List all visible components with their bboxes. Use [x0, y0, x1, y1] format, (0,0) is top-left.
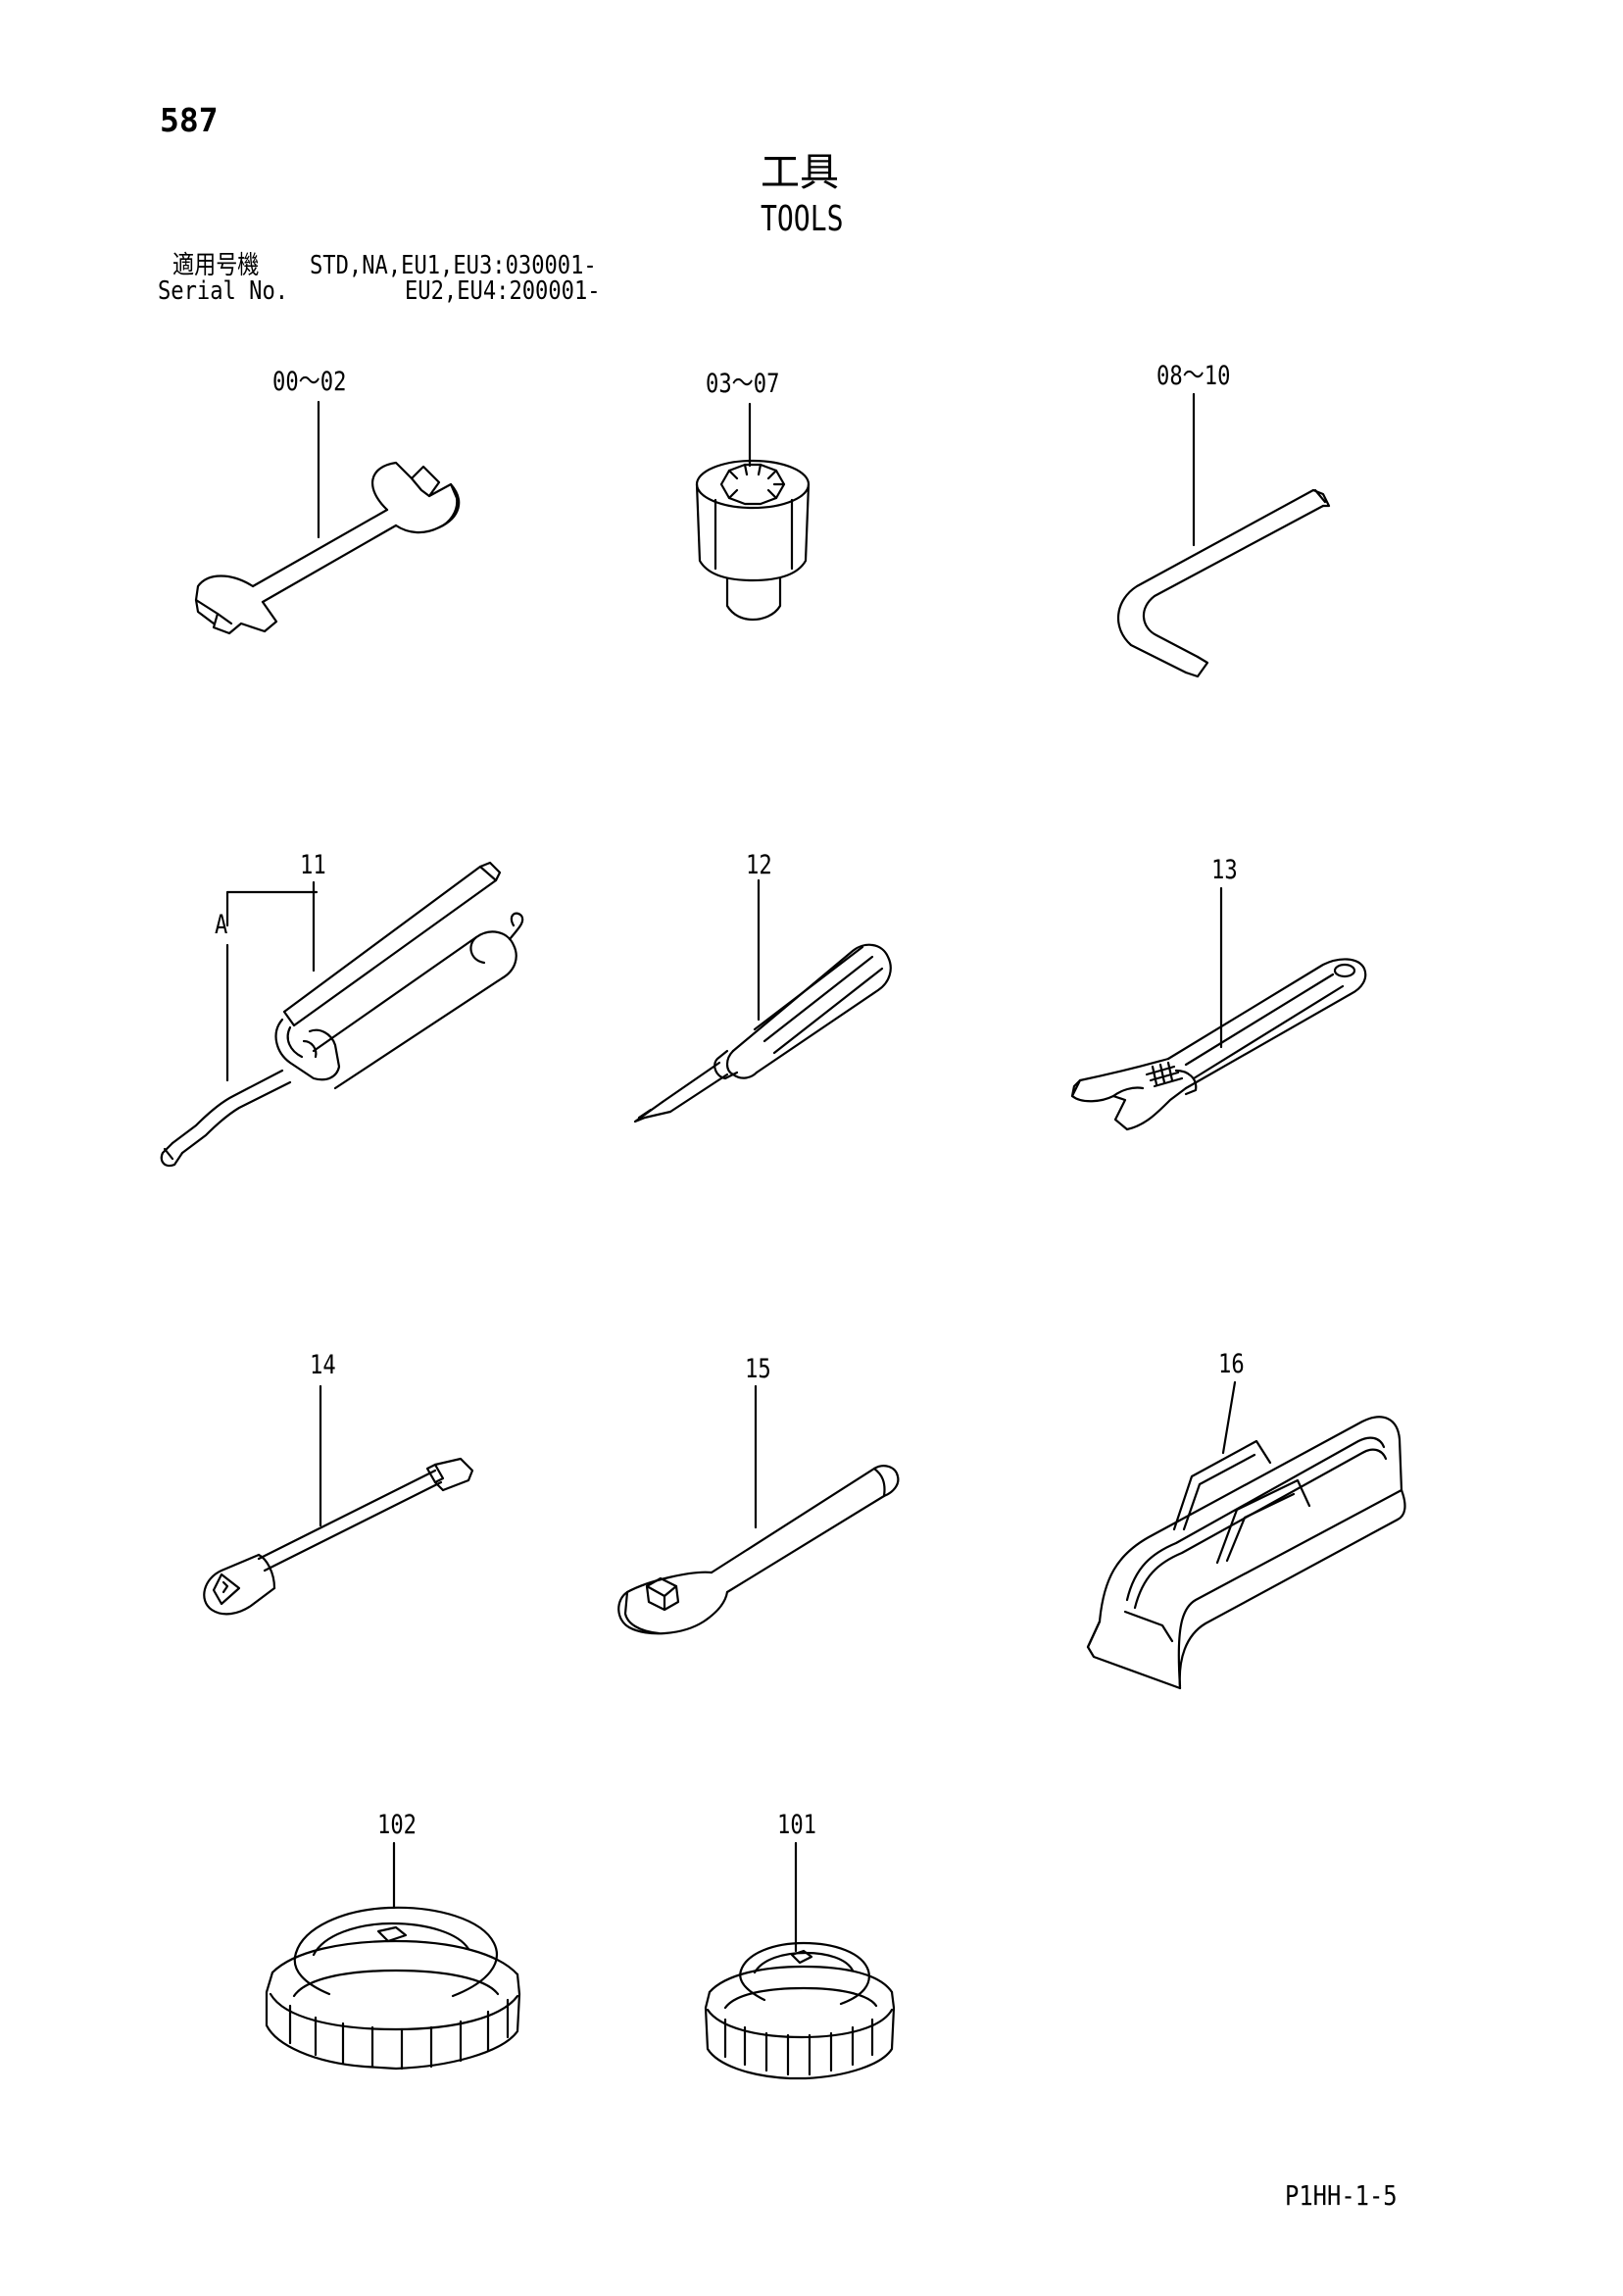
page-title: TOOLS: [761, 199, 844, 239]
callout-label: 03～07: [706, 369, 780, 399]
callout-label: 08～10: [1156, 361, 1231, 391]
grease-gun-icon: [162, 863, 523, 1166]
open-end-wrench-icon: [196, 402, 459, 633]
socket-icon: [697, 404, 809, 620]
leader-line: [1223, 1382, 1235, 1453]
serial-range-1: STD,NA,EU1,EU3:030001-: [310, 251, 597, 280]
page-number: 587: [160, 101, 219, 139]
callout-label: 101: [777, 1810, 817, 1840]
callout-label: 14: [310, 1350, 336, 1380]
callout-label: 12: [746, 850, 772, 880]
serial-label-japanese: 適用号機: [172, 251, 260, 280]
hex-key-icon: [1118, 394, 1329, 676]
serial-label: Serial No.: [158, 276, 289, 306]
screwdriver-icon: [635, 880, 891, 1122]
extension-bar-icon: [204, 1386, 472, 1614]
callout-label: 102: [377, 1810, 418, 1840]
callout-label: 13: [1211, 855, 1238, 885]
ratchet-handle-icon: [618, 1386, 898, 1633]
filter-wrench-small-icon: [706, 1843, 894, 2078]
callout-label: 11: [300, 850, 326, 880]
serial-range-2: EU2,EU4:200001-: [405, 276, 601, 306]
tool-bag-icon: [1088, 1382, 1404, 1688]
callout-label: 15: [745, 1354, 771, 1384]
filter-wrench-large-icon: [267, 1843, 519, 2069]
document-code: P1HH-1-5: [1285, 2179, 1398, 2212]
callout-label: 16: [1218, 1349, 1245, 1379]
callout-sub-label: A: [215, 910, 228, 940]
page-title-japanese: 工具: [761, 150, 839, 195]
leader-line: [227, 882, 317, 1080]
callout-label: 00～02: [272, 367, 347, 397]
adjustable-wrench-icon: [1072, 888, 1365, 1129]
